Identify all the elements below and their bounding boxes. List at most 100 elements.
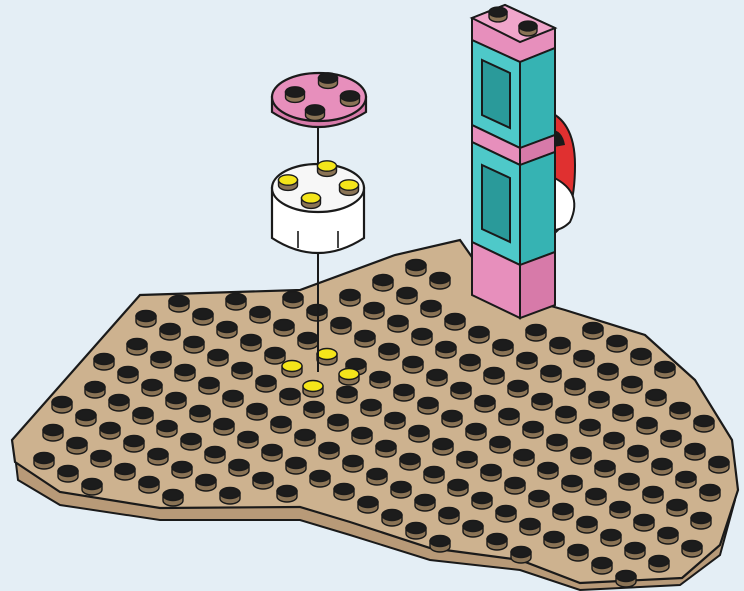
- baseplate-stud: [472, 493, 492, 510]
- baseplate-stud: [532, 394, 552, 411]
- baseplate-stud: [439, 508, 459, 525]
- baseplate-stud: [499, 409, 519, 426]
- pink-plate-stud: [286, 87, 305, 103]
- baseplate-stud: [595, 461, 615, 478]
- baseplate-stud: [91, 451, 111, 468]
- baseplate-stud: [397, 288, 417, 305]
- baseplate-stud: [190, 406, 210, 423]
- baseplate-stud: [241, 335, 261, 352]
- baseplate-stud: [400, 454, 420, 471]
- window-frame-tower: [472, 5, 555, 318]
- baseplate-stud: [580, 420, 600, 437]
- baseplate-stud: [169, 296, 189, 313]
- baseplate-stud: [127, 339, 147, 356]
- baseplate-stud: [52, 397, 72, 414]
- baseplate-stud: [430, 536, 450, 553]
- baseplate-stud: [685, 444, 705, 461]
- baseplate-stud: [58, 466, 78, 483]
- baseplate-stud: [517, 353, 537, 370]
- baseplate-stud: [406, 260, 426, 277]
- highlight-stud: [303, 381, 323, 397]
- baseplate-stud: [415, 495, 435, 512]
- baseplate-stud: [352, 428, 372, 445]
- baseplate-stud: [490, 437, 510, 454]
- baseplate-stud: [142, 380, 162, 397]
- baseplate-stud: [553, 504, 573, 521]
- baseplate-stud: [436, 342, 456, 359]
- baseplate-stud: [304, 402, 324, 419]
- baseplate-stud: [607, 336, 627, 353]
- baseplate-stud: [199, 378, 219, 395]
- baseplate-stud: [427, 370, 447, 387]
- baseplate-stud: [391, 482, 411, 499]
- baseplate-stud: [700, 485, 720, 502]
- baseplate-stud: [226, 294, 246, 311]
- baseplate-stud: [625, 543, 645, 560]
- baseplate-stud: [481, 465, 501, 482]
- baseplate-stud: [388, 316, 408, 333]
- baseplate-stud: [604, 433, 624, 450]
- baseplate-stud: [643, 487, 663, 504]
- baseplate-stud: [67, 438, 87, 454]
- baseplate-stud: [94, 354, 114, 371]
- baseplate-stud: [175, 365, 195, 382]
- baseplate-stud: [181, 434, 201, 451]
- baseplate-stud: [487, 534, 507, 551]
- baseplate-stud: [361, 400, 381, 417]
- baseplate-stud: [520, 519, 540, 536]
- baseplate-stud: [667, 500, 687, 517]
- baseplate-stud: [682, 541, 702, 558]
- baseplate-stud: [613, 405, 633, 422]
- baseplate-stud: [382, 510, 402, 527]
- baseplate-stud: [184, 337, 204, 354]
- baseplate-stud: [367, 469, 387, 486]
- baseplate-stud: [418, 398, 438, 415]
- baseplate-stud: [100, 423, 120, 440]
- baseplate-stud: [76, 410, 96, 427]
- baseplate-stud: [340, 290, 360, 307]
- baseplate-stud: [670, 403, 690, 420]
- baseplate-stud: [133, 408, 153, 425]
- baseplate-stud: [493, 340, 513, 357]
- baseplate-stud: [265, 348, 285, 365]
- baseplate-stud: [385, 413, 405, 430]
- baseplate-stud: [250, 307, 270, 324]
- baseplate-stud: [562, 476, 582, 493]
- baseplate-stud: [115, 464, 135, 481]
- baseplate-stud: [538, 463, 558, 480]
- baseplate-stud: [160, 324, 180, 341]
- baseplate-stud: [442, 411, 462, 428]
- baseplate-stud: [253, 473, 273, 490]
- baseplate-stud: [331, 318, 351, 335]
- baseplate-stud: [529, 491, 549, 508]
- baseplate-stud: [229, 460, 249, 477]
- baseplate-stud: [277, 486, 297, 503]
- baseplate-stud: [448, 480, 468, 497]
- baseplate-stud: [421, 301, 441, 318]
- baseplate-stud: [280, 389, 300, 406]
- baseplate-stud: [238, 432, 258, 449]
- baseplate-stud: [508, 381, 528, 398]
- baseplate-stud: [583, 323, 603, 340]
- baseplate-stud: [283, 292, 303, 309]
- baseplate-stud: [274, 320, 294, 337]
- baseplate-stud: [457, 452, 477, 469]
- baseplate-stud: [373, 275, 393, 292]
- baseplate-stud: [430, 273, 450, 290]
- baseplate-stud: [631, 349, 651, 365]
- baseplate-stud: [409, 426, 429, 443]
- baseplate-stud: [589, 392, 609, 409]
- baseplate-stud: [124, 436, 144, 453]
- baseplate-stud: [463, 521, 483, 538]
- baseplate-stud: [619, 474, 639, 491]
- baseplate-stud: [376, 441, 396, 458]
- white-brick-stud: [340, 180, 359, 196]
- baseplate-stud: [379, 344, 399, 361]
- baseplate-stud: [574, 351, 594, 368]
- baseplate-stud: [523, 422, 543, 439]
- baseplate-stud: [661, 431, 681, 448]
- baseplate-stud: [355, 331, 375, 348]
- baseplate-stud: [334, 484, 354, 501]
- baseplate-stud: [694, 416, 714, 433]
